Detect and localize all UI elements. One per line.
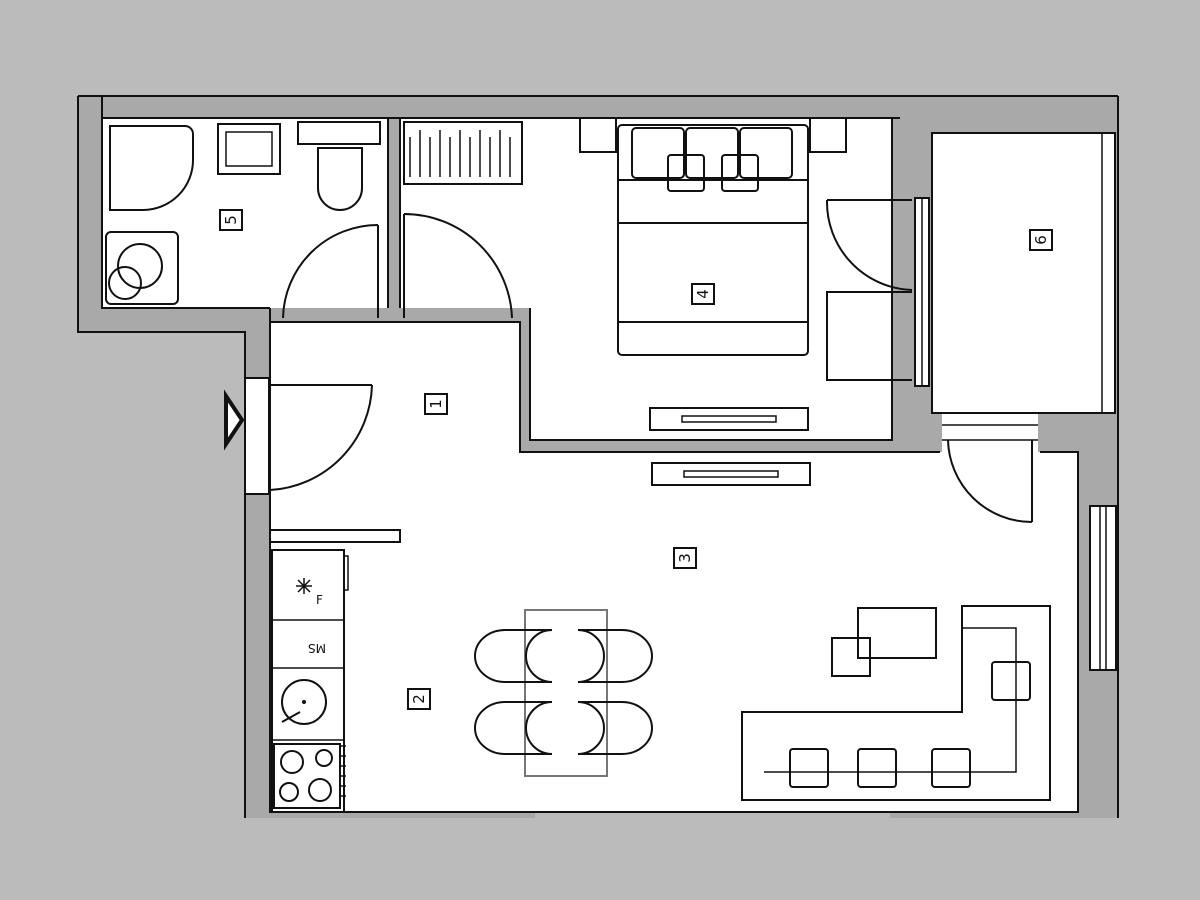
- shower: [109, 125, 194, 211]
- nightstand-left: [579, 117, 617, 153]
- coffee-table: [857, 607, 937, 659]
- washbasin: [217, 123, 281, 175]
- fridge-label: F: [316, 593, 323, 607]
- bedroom-furniture: [579, 117, 847, 431]
- balcony-door-lower[interactable]: [826, 291, 912, 381]
- svg-text:1: 1: [427, 399, 445, 409]
- room-tag-4: 4: [691, 283, 715, 305]
- dining-table: [524, 609, 608, 777]
- corner-sofa: [741, 605, 1051, 801]
- svg-text:4: 4: [694, 289, 712, 299]
- side-table: [831, 637, 871, 677]
- floors: [102, 118, 1115, 812]
- svg-text:3: 3: [676, 553, 694, 563]
- room-tag-2: 2: [407, 688, 431, 710]
- toilet: [297, 121, 381, 211]
- wardrobe: [403, 121, 523, 185]
- balcony-door-upper[interactable]: [825, 199, 913, 291]
- bathroom-fixtures: [105, 121, 381, 305]
- bed: [617, 124, 809, 356]
- entrance-door-frame: [244, 377, 270, 495]
- room-tag-6: 6: [1029, 229, 1053, 251]
- nightstand-right: [809, 117, 847, 153]
- tv-unit-living: [651, 462, 811, 486]
- room-tag-5: 5: [219, 209, 243, 231]
- tv-unit-bedroom: [649, 407, 809, 431]
- svg-text:6: 6: [1032, 235, 1050, 245]
- washing-machine: [105, 231, 179, 305]
- closet-door[interactable]: [403, 213, 513, 319]
- microwave-label: MS: [308, 641, 326, 655]
- balcony-door-living[interactable]: [947, 439, 1033, 523]
- svg-text:2: 2: [410, 694, 428, 704]
- living-furniture: [651, 462, 1051, 801]
- entrance-door[interactable]: [269, 384, 373, 491]
- dining-set: [474, 609, 653, 777]
- room-tag-3: 3: [673, 547, 697, 569]
- entrance-arrow-icon: [224, 389, 245, 451]
- bathroom-door[interactable]: [282, 224, 379, 319]
- snowflake-icon: [296, 578, 312, 594]
- wall-outlines: [77, 95, 1119, 818]
- room-tag-1: 1: [424, 393, 448, 415]
- svg-text:5: 5: [222, 215, 240, 225]
- kitchen: [271, 549, 349, 813]
- doors[interactable]: [269, 199, 1033, 523]
- windows: [914, 197, 1117, 671]
